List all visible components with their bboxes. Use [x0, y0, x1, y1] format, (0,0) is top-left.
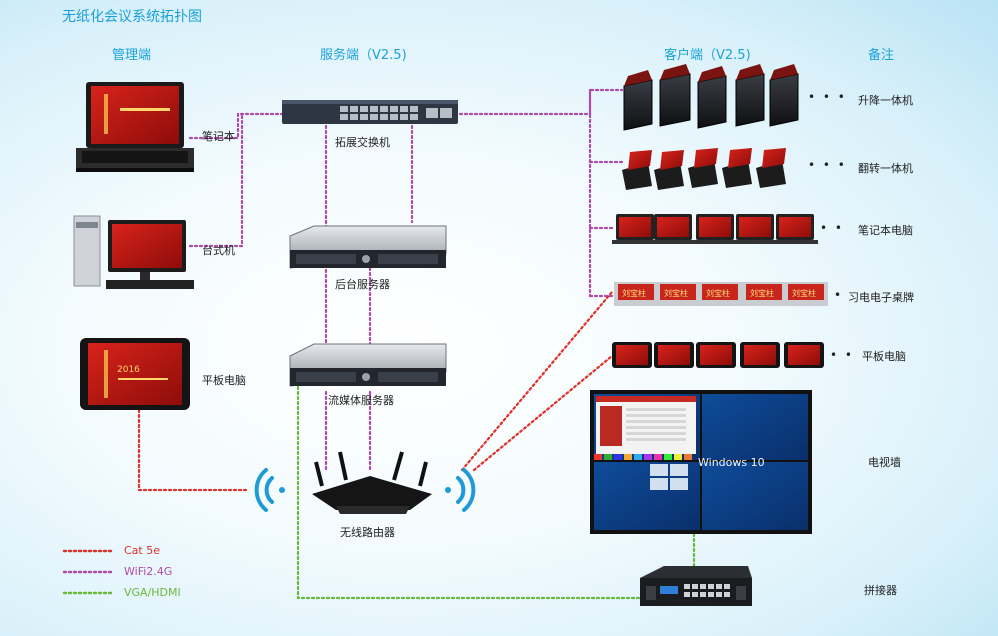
column-header-notes: 备注 [868, 48, 895, 63]
streaming-server-device [289, 343, 447, 387]
label-switch: 拓展交换机 [335, 136, 390, 149]
label-client-tablet: 平板电脑 [862, 350, 906, 363]
label-video-wall: 电视墙 [868, 456, 901, 469]
client-laptop-row [612, 214, 818, 244]
flip-unit-row [622, 148, 786, 190]
label-splicer: 拼接器 [864, 584, 897, 597]
wifi-signal-left-icon [254, 468, 285, 512]
nameplate-text: 刘宝柱 [664, 288, 688, 298]
backend-server-device [289, 225, 447, 269]
client-tablet-row [612, 342, 824, 368]
row-ellipsis-1: • • • [808, 90, 847, 104]
legend-cat5e: Cat 5e [124, 544, 160, 557]
switch-device [282, 100, 458, 124]
legend-vga: VGA/HDMI [124, 586, 181, 599]
column-header-client: 客户端（V2.5) [664, 48, 751, 63]
wireless-router-device [312, 451, 432, 514]
laptop-to-switch-link [188, 112, 284, 140]
label-tablet: 平板电脑 [202, 374, 246, 387]
lift-unit-row [623, 64, 799, 131]
row-ellipsis-2: • • • [808, 158, 847, 172]
label-flip-unit: 翻转一体机 [858, 162, 913, 175]
column-header-admin: 管理端 [112, 48, 152, 63]
video-wall-device: Windows 10 [590, 390, 812, 534]
tablet-to-router-link [137, 408, 250, 492]
label-router: 无线路由器 [340, 526, 395, 539]
row-ellipsis-5: • • [830, 348, 854, 362]
admin-laptop [76, 82, 194, 172]
label-client-laptop: 笔记本电脑 [858, 224, 913, 237]
label-e-nameplate: 习电电子桌牌 [848, 291, 914, 304]
legend-wifi: WiFi2.4G [124, 565, 173, 578]
tablet-screen-year: 2016 [117, 365, 140, 375]
nameplate-text: 刘宝柱 [622, 288, 646, 298]
router-to-tablet-row-link [472, 354, 614, 472]
nameplate-text: 刘宝柱 [750, 288, 774, 298]
video-wall-os-text: Windows 10 [698, 456, 765, 469]
label-lift-unit: 升降一体机 [858, 94, 913, 107]
diagram-title: 无纸化会议系统拓扑图 [62, 9, 202, 25]
nameplate-text: 刘宝柱 [792, 288, 816, 298]
desktop-to-switch-link [188, 112, 244, 248]
label-backend-server: 后台服务器 [335, 278, 390, 291]
stream-to-splicer-vga [296, 380, 642, 600]
admin-desktop [73, 215, 194, 289]
e-nameplate-row: 刘宝柱 刘宝柱 刘宝柱 刘宝柱 刘宝柱 [614, 282, 828, 306]
switch-to-client-bus [458, 88, 624, 116]
wifi-signal-right-icon [445, 468, 476, 512]
splicer-device [640, 566, 752, 606]
column-header-server: 服务端（V2.5) [320, 48, 407, 63]
label-streaming-server: 流媒体服务器 [328, 394, 394, 407]
row-ellipsis-3: • • [820, 221, 844, 235]
label-desktop: 台式机 [202, 244, 235, 257]
router-to-nameplate-link [460, 290, 614, 472]
row-ellipsis-4: • [834, 288, 844, 302]
nameplate-text: 刘宝柱 [706, 288, 730, 298]
admin-tablet: 2016 [80, 338, 190, 410]
label-laptop: 笔记本 [202, 130, 235, 143]
